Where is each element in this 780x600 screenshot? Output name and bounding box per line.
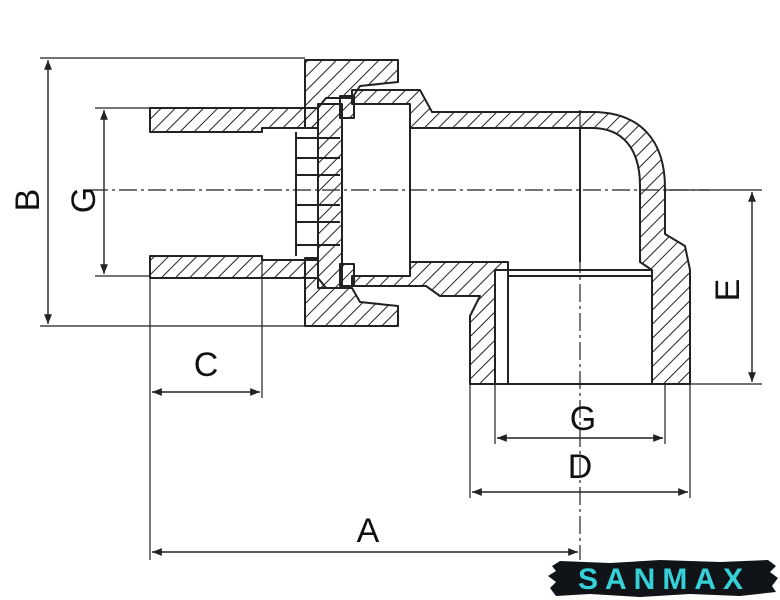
elbow-body-bottom: [351, 261, 509, 385]
tailpiece-flange: [317, 103, 343, 289]
label-C: C: [194, 346, 219, 384]
extension-lines: [40, 57, 762, 560]
logo-text: SANMAX: [578, 563, 750, 596]
logo-brush-stroke: [548, 560, 778, 597]
label-D: D: [568, 448, 593, 486]
dimension-labels: B G C A G D E: [9, 187, 747, 550]
label-A: A: [357, 512, 380, 550]
fitting-section: [149, 59, 691, 385]
label-G-bottom: G: [570, 400, 596, 438]
label-B: B: [9, 189, 47, 212]
label-G-left: G: [65, 187, 103, 213]
elbow-body-top: [351, 89, 691, 385]
label-E: E: [709, 279, 747, 302]
sanmax-logo: SANMAX: [548, 560, 778, 597]
seal-ring-top: [339, 95, 355, 119]
tailpiece-wall-top: [149, 107, 319, 133]
dimension-lines: [44, 60, 756, 556]
tailpiece-wall-bottom: [149, 255, 319, 279]
center-lines: [90, 110, 710, 560]
